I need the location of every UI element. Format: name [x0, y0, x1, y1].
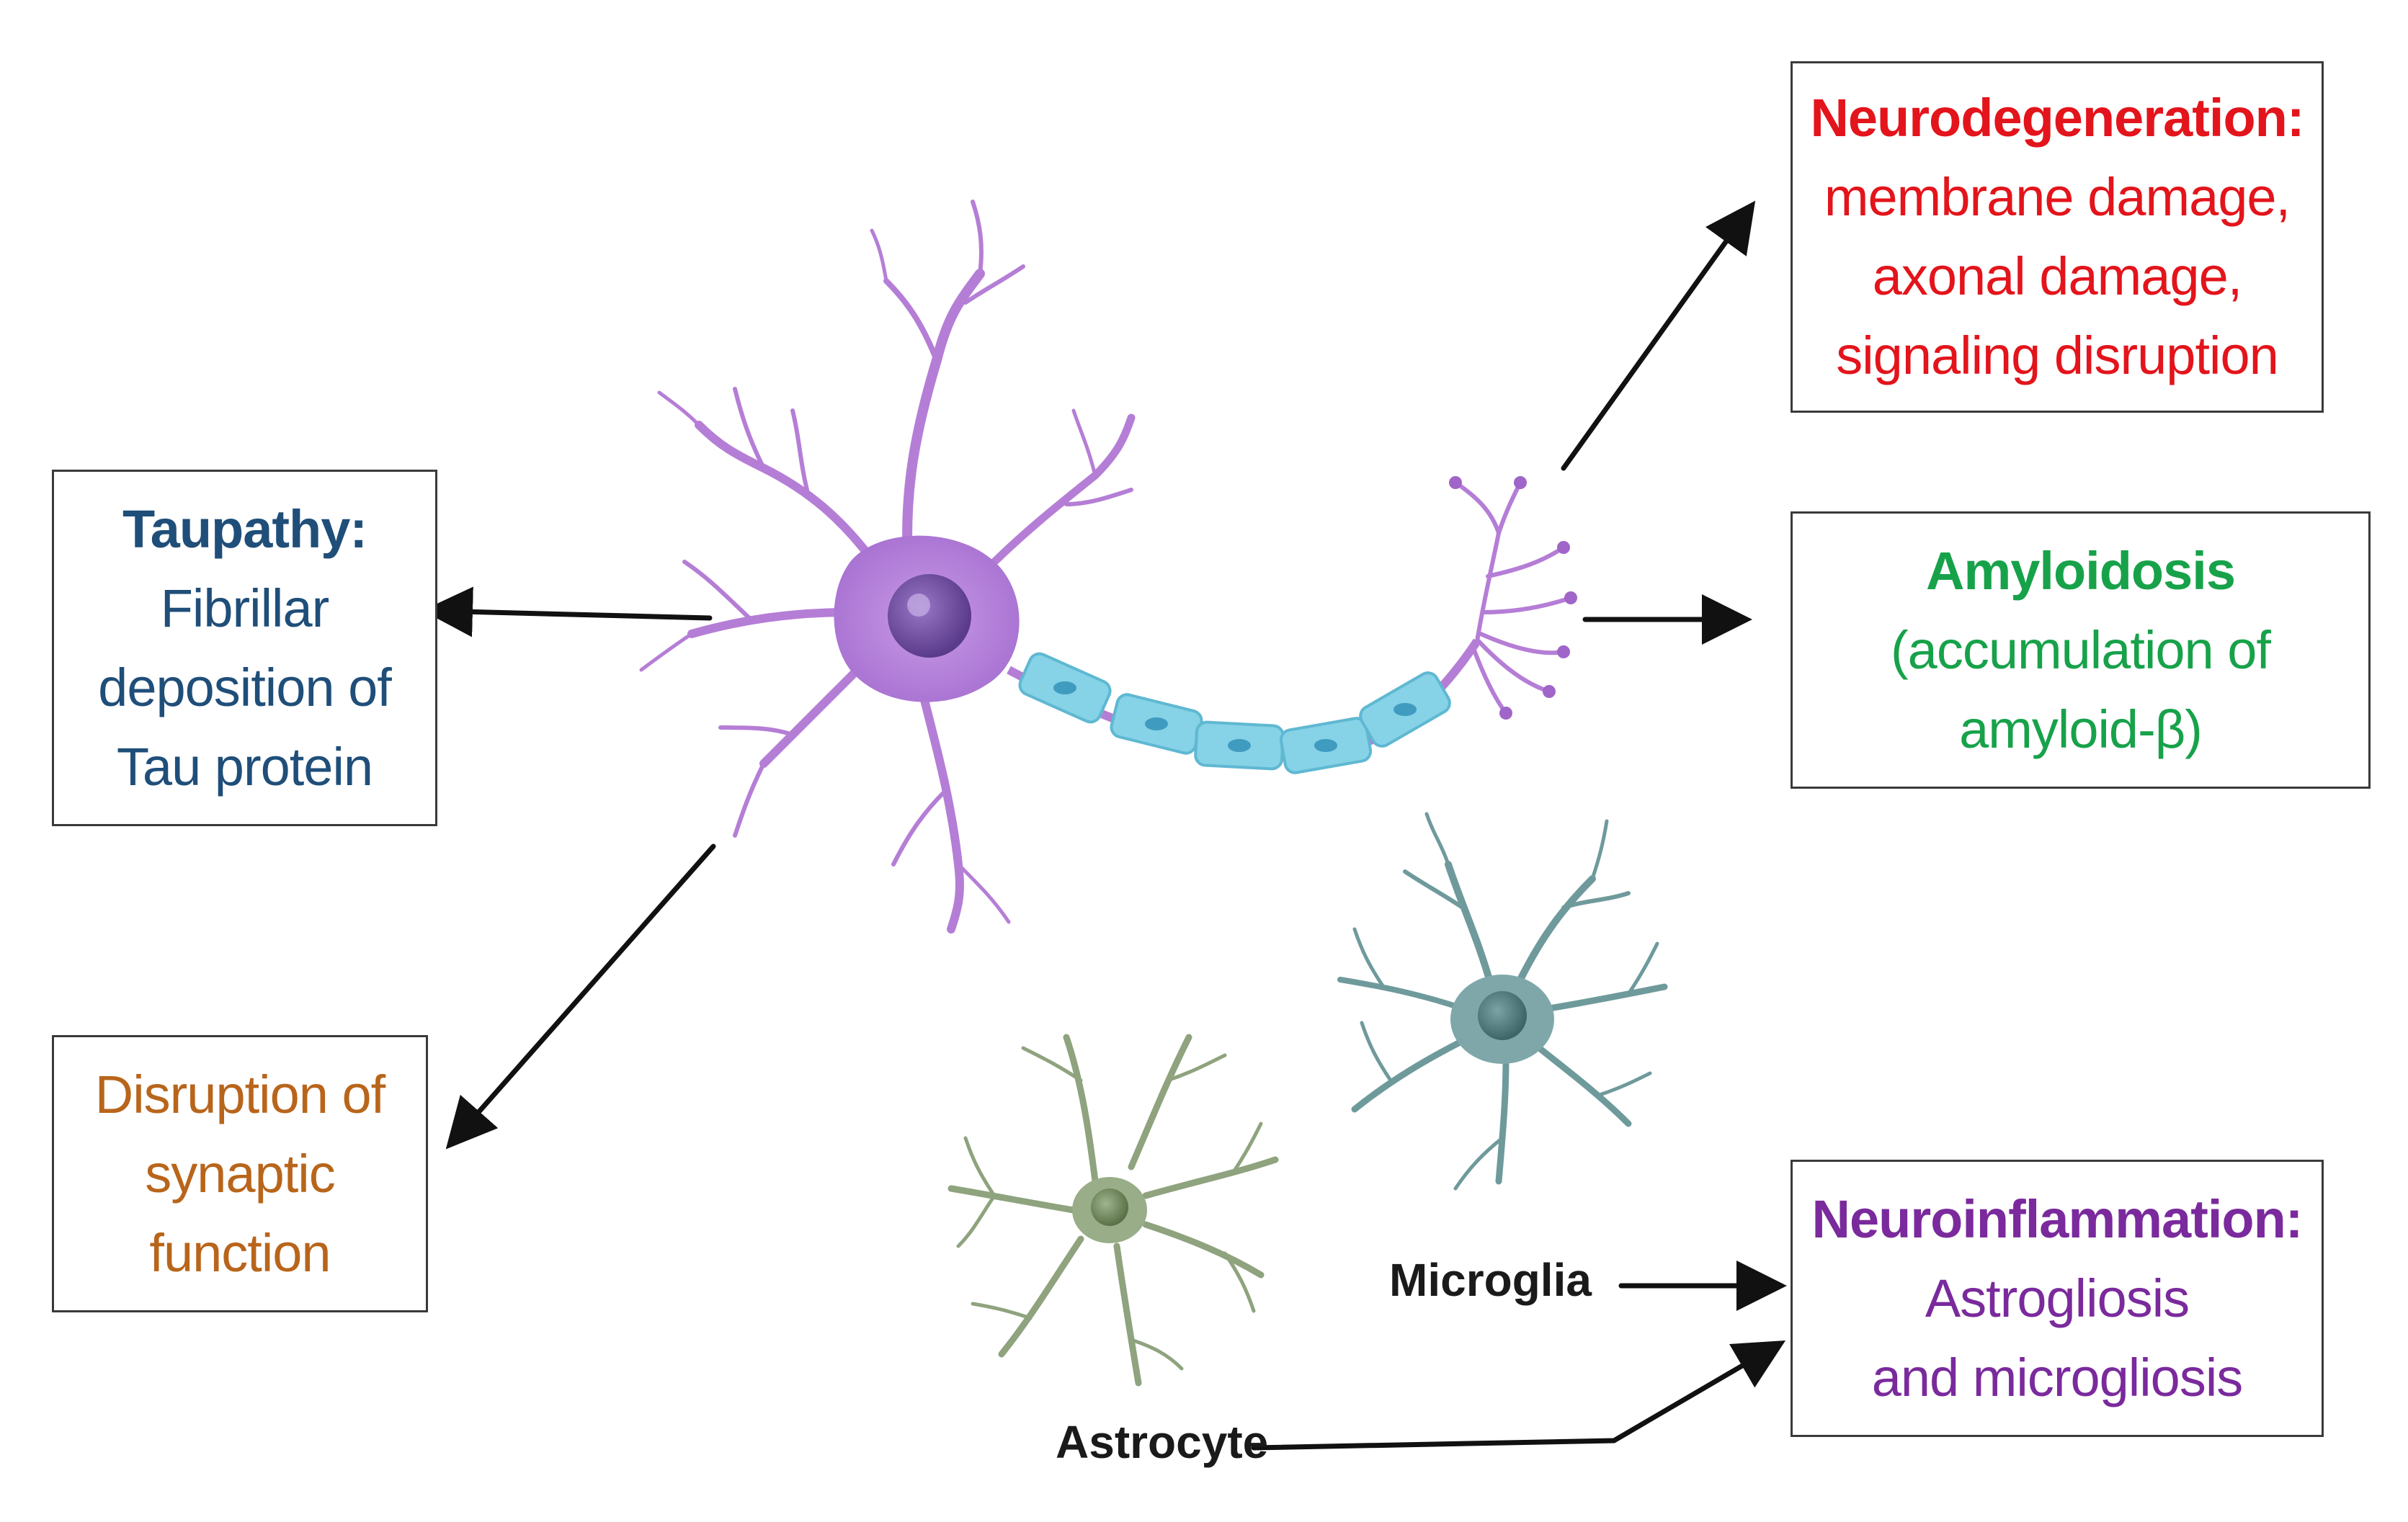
neuron-dendrites [639, 200, 1136, 934]
neurodegeneration-line-2: axonal damage, [1872, 246, 2243, 306]
arrow-to-taupathy [422, 586, 713, 637]
neuroinflammation-title: Neuroinflammation: [1811, 1188, 2304, 1249]
arrow-astrocyte-to-neuroinflammation [1251, 1340, 1786, 1451]
amyloidosis-line-1: (accumulation of [1891, 619, 2271, 680]
neuroinflammation-box: Neuroinflammation: Astrogliosis and micr… [1791, 1160, 2324, 1437]
taupathy-line-2: deposition of [98, 657, 392, 717]
synaptic-line-1: Disruption of [94, 1064, 385, 1124]
terminal-boutons [1449, 476, 1577, 720]
taupathy-title: Taupathy: [122, 498, 367, 559]
synaptic-line-2: synaptic [145, 1143, 335, 1204]
microglia-illustration [1337, 812, 1668, 1191]
axon-terminals [1453, 480, 1573, 715]
neuron-nucleus [888, 574, 971, 658]
taupathy-box: Taupathy: Fibrillar deposition of Tau pr… [52, 470, 437, 826]
taupathy-line-1: Fibrillar [160, 578, 330, 638]
microglia-label: Microglia [1389, 1254, 1592, 1306]
arrow-to-neurodegeneration [1561, 200, 1756, 471]
arrow-to-synaptic [445, 843, 716, 1150]
astrocyte-label: Astrocyte [1056, 1416, 1269, 1468]
neurodegeneration-box: Neurodegeneration: membrane damage, axon… [1791, 61, 2324, 413]
amyloidosis-box: Amyloidosis (accumulation of amyloid-β) [1791, 511, 2371, 789]
neurodegeneration-title: Neurodegeneration: [1810, 88, 2304, 148]
taupathy-line-3: Tau protein [116, 736, 373, 797]
amyloidosis-title: Amyloidosis [1926, 540, 2236, 601]
amyloidosis-line-2: amyloid-β) [1959, 699, 2203, 759]
myelin-nuclei [1053, 681, 1417, 752]
neurodegeneration-line-1: membrane damage, [1824, 167, 2291, 227]
neuron-illustration [639, 200, 1577, 934]
neurodegeneration-line-3: signaling disruption [1836, 326, 2279, 385]
neuroinflammation-line-2: and microgliosis [1871, 1347, 2244, 1407]
arrows [422, 200, 1787, 1451]
synaptic-box: Disruption of synaptic function [52, 1035, 428, 1312]
neuroinflammation-line-1: Astrogliosis [1925, 1268, 2190, 1328]
astrocyte-illustration [947, 1034, 1279, 1387]
myelin-sheath [1018, 652, 1451, 774]
synaptic-line-3: function [149, 1222, 331, 1283]
